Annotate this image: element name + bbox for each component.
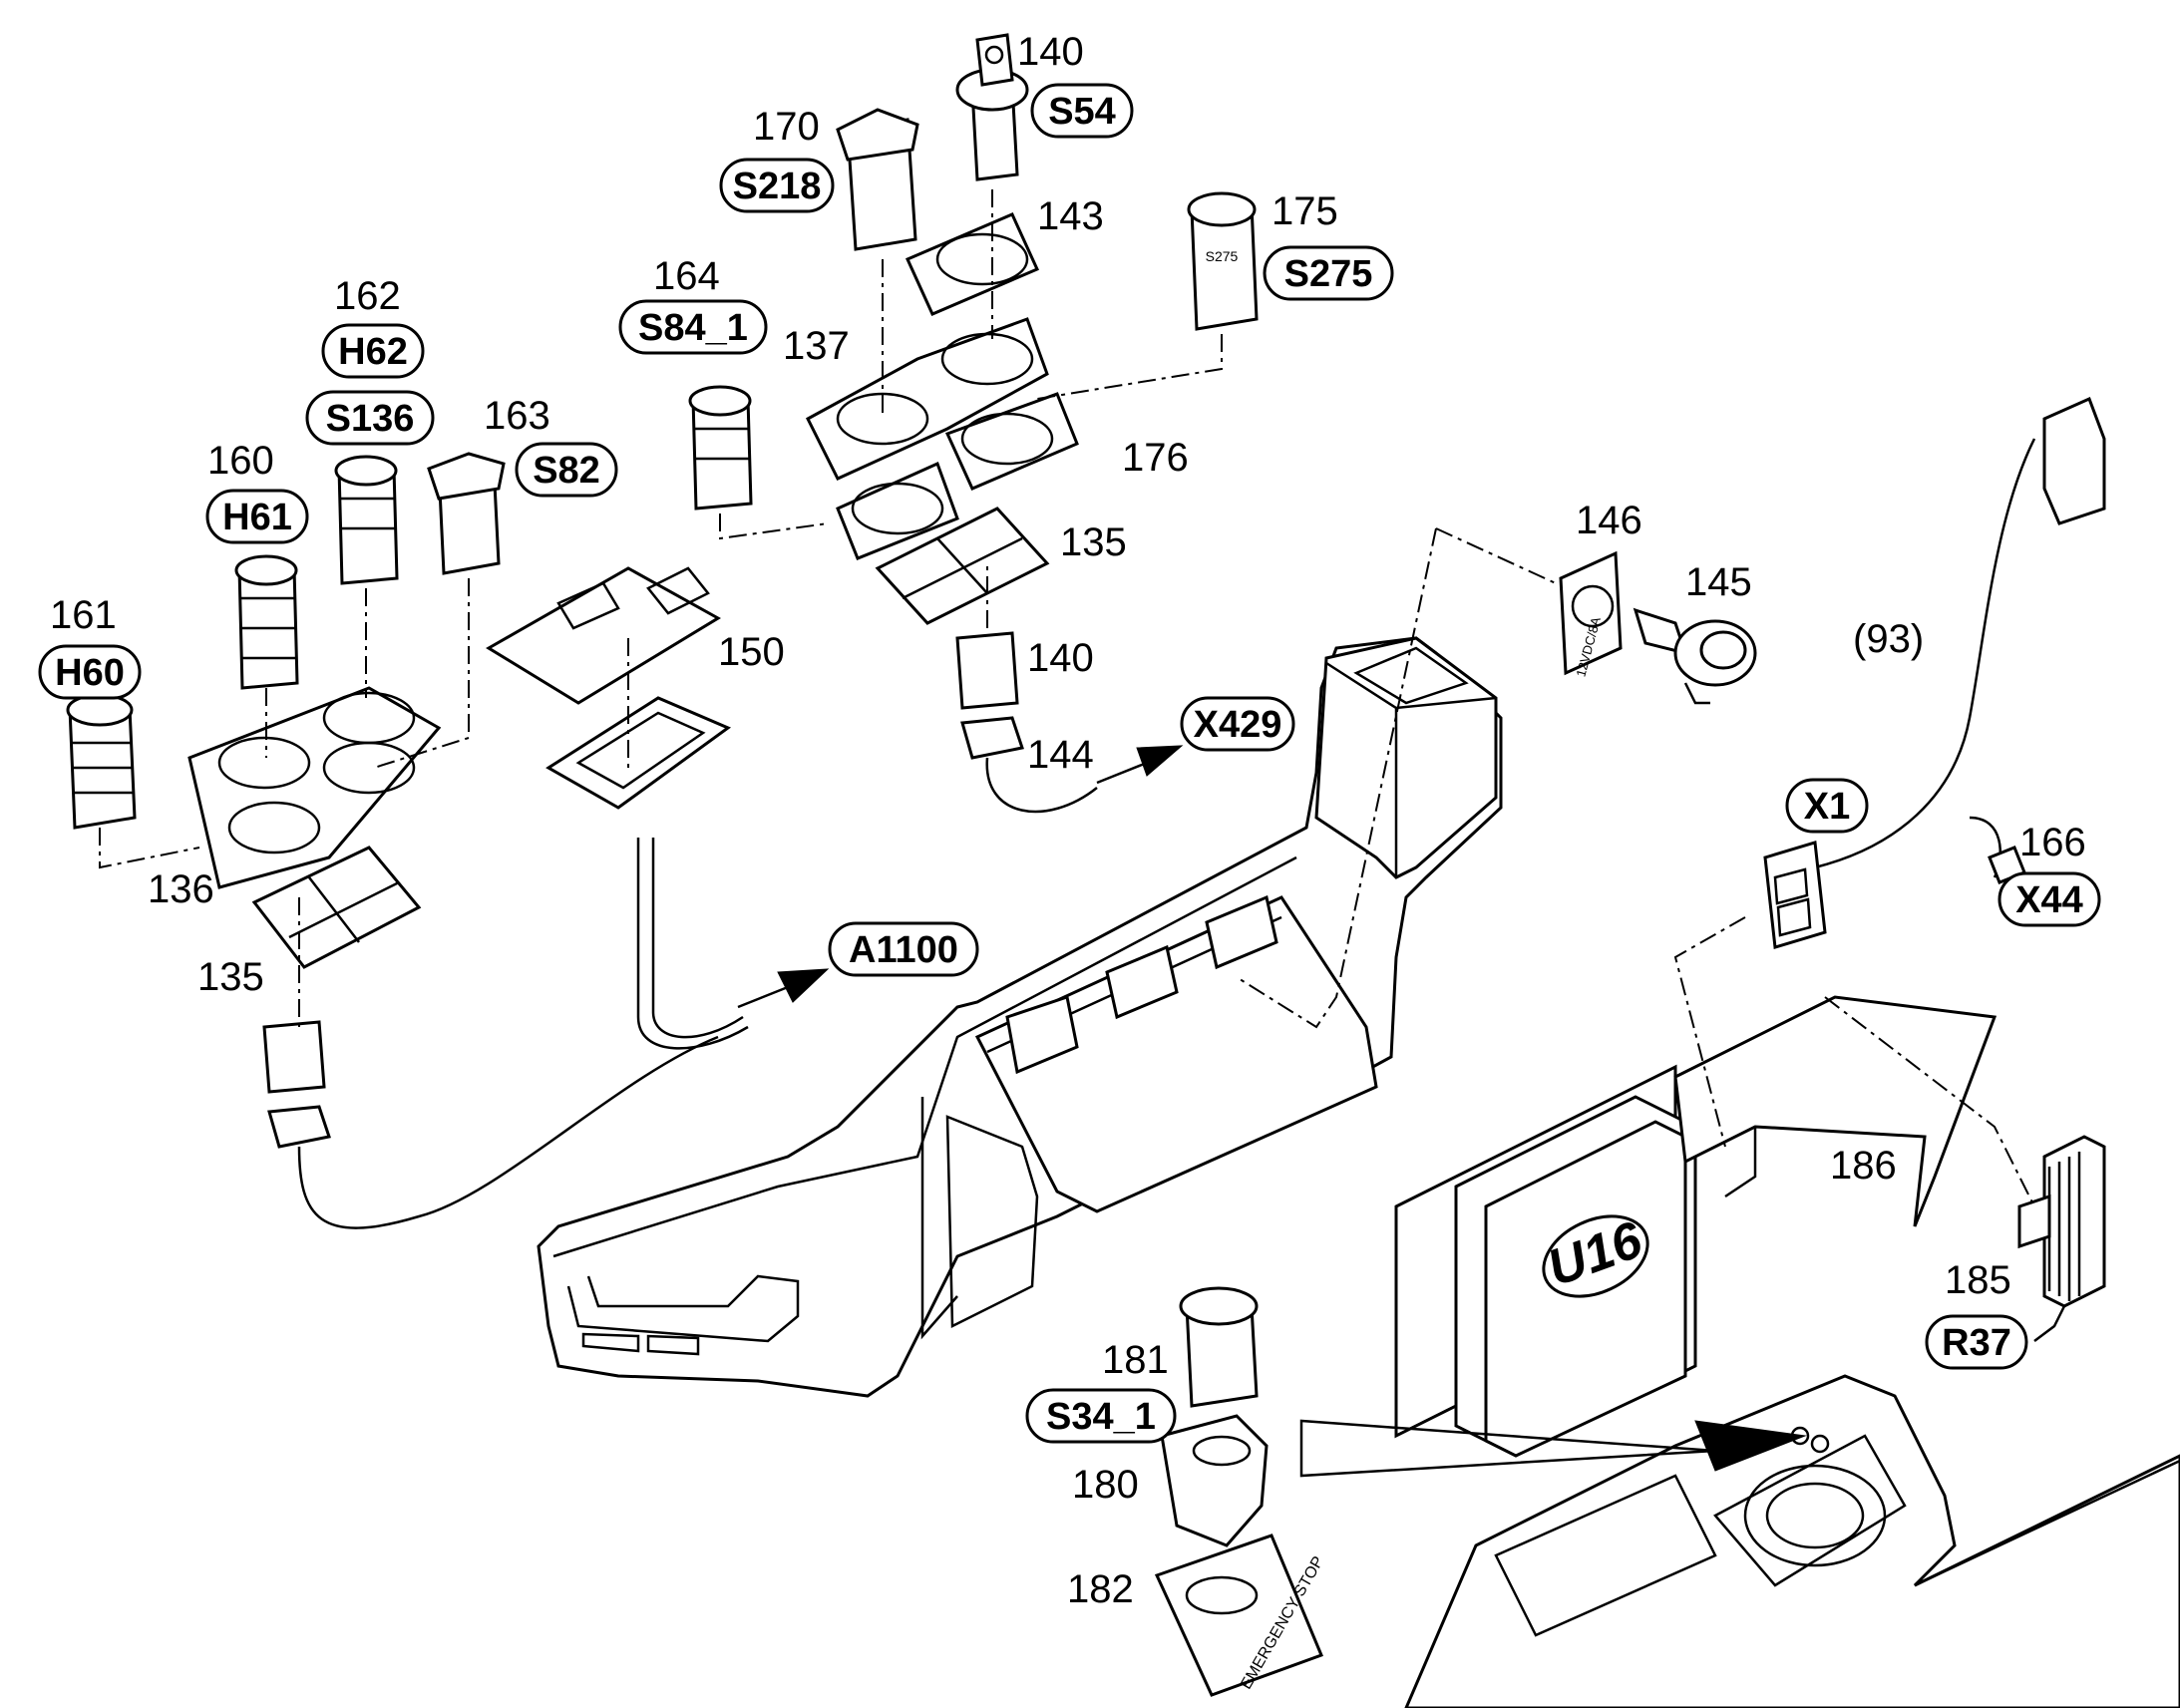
svg-text:H62: H62 (338, 331, 408, 373)
item-150: 150 (718, 630, 785, 674)
svg-text:S136: S136 (326, 398, 415, 440)
tag-s275: S275 (1263, 245, 1394, 301)
item-181: 181 (1102, 1338, 1169, 1382)
item-163: 163 (484, 394, 550, 438)
tag-s82: S82 (515, 442, 618, 498)
button-s136 (334, 455, 399, 585)
legend-plate-176 (944, 392, 1079, 491)
item-170: 170 (753, 105, 820, 149)
mounting-bracket (1673, 995, 1998, 1227)
lead-lines-left (99, 578, 470, 1027)
item-146: 146 (1576, 499, 1642, 542)
svg-text:H61: H61 (222, 497, 292, 538)
power-socket (1633, 607, 1757, 705)
item-182: 182 (1067, 1567, 1134, 1611)
console-panel (537, 636, 1503, 1398)
tag-h62: H62 (321, 323, 425, 379)
item-175: 175 (1272, 189, 1338, 233)
socket-plate: 12VDC/8A (1559, 550, 1623, 678)
u16-module: U16 (1394, 1064, 1697, 1458)
item-186: 186 (1830, 1144, 1897, 1188)
item-176: 176 (1122, 436, 1189, 480)
svg-text:X1: X1 (1804, 786, 1850, 828)
item-144: 144 (1027, 733, 1094, 777)
switch-block-left (262, 1020, 719, 1229)
svg-text:S218: S218 (733, 166, 822, 207)
arrow-to-x429 (1096, 745, 1184, 785)
item-180: 180 (1072, 1463, 1139, 1507)
item-185: 185 (1945, 1258, 2011, 1302)
keyswitch-s54 (955, 33, 1029, 181)
lead-lines-center (719, 189, 2035, 1207)
tag-x44: X44 (1998, 871, 2101, 927)
item-164: 164 (653, 254, 720, 298)
svg-text:A1100: A1100 (849, 929, 958, 971)
emergency-plate-182: EMERGENCY STOP (1154, 1534, 1327, 1697)
svg-text:S34_1: S34_1 (1046, 1396, 1156, 1438)
svg-text:X44: X44 (2015, 879, 2083, 921)
svg-text:S82: S82 (533, 450, 600, 492)
tag-s54: S54 (1030, 83, 1134, 139)
item-135-left: 135 (197, 955, 264, 999)
svg-text:S84_1: S84_1 (638, 307, 748, 349)
tag-a1100: A1100 (828, 921, 979, 977)
svg-text:H60: H60 (55, 652, 125, 694)
legend-plate-lower (836, 461, 959, 560)
tag-x1: X1 (1785, 778, 1869, 834)
bezel-135-center (875, 507, 1050, 625)
detail-view (1404, 1374, 2180, 1708)
button-h60 (66, 693, 137, 830)
selector-s218 (836, 108, 919, 251)
tag-h60: H60 (38, 644, 142, 700)
tag-h61: H61 (205, 489, 309, 544)
svg-text:X429: X429 (1194, 704, 1282, 746)
item-162: 162 (334, 274, 401, 318)
item-160: 160 (207, 439, 274, 483)
bezel-135-left (251, 846, 422, 969)
switch-mark: S275 (1206, 248, 1239, 264)
item-145: 145 (1685, 560, 1752, 604)
tag-x429: X429 (1180, 696, 1295, 752)
legend-plate-136 (187, 686, 442, 889)
item-166: 166 (2019, 821, 2086, 864)
legend-plate-137 (806, 317, 1049, 481)
emergency-switch-180 (1160, 1414, 1269, 1547)
arrow-to-a1100 (737, 968, 830, 1009)
item-140-lower: 140 (1027, 636, 1094, 680)
item-143: 143 (1037, 194, 1104, 238)
item-140-top: 140 (1017, 30, 1084, 74)
button-s84-1 (688, 385, 753, 511)
svg-text:R37: R37 (1942, 1322, 2011, 1364)
svg-text:S54: S54 (1048, 91, 1116, 133)
resistor-r37 (2017, 1135, 2106, 1342)
svg-text:S275: S275 (1284, 253, 1373, 295)
tag-s218: S218 (719, 158, 835, 213)
label-plate-150 (486, 566, 749, 1050)
tag-s84-1: S84_1 (618, 299, 768, 355)
item-161: 161 (50, 593, 117, 637)
cable-93 (1814, 396, 2106, 884)
item-93: (93) (1853, 617, 1924, 661)
connector-x1 (1763, 841, 1827, 949)
tag-s34-1: S34_1 (1025, 1388, 1177, 1444)
item-137: 137 (783, 324, 850, 368)
button-h61 (234, 554, 299, 690)
switch-s275: S275 (1187, 191, 1259, 331)
detail-pointer (1299, 1419, 1807, 1478)
legend-plate-143 (906, 212, 1039, 316)
emergency-button-181 (1179, 1286, 1259, 1408)
tag-r37: R37 (1925, 1314, 2028, 1370)
tag-s136: S136 (305, 390, 435, 446)
item-135-center: 135 (1060, 520, 1127, 564)
selector-s82 (427, 452, 506, 575)
item-136: 136 (148, 867, 214, 911)
switch-block-center (955, 631, 1098, 814)
